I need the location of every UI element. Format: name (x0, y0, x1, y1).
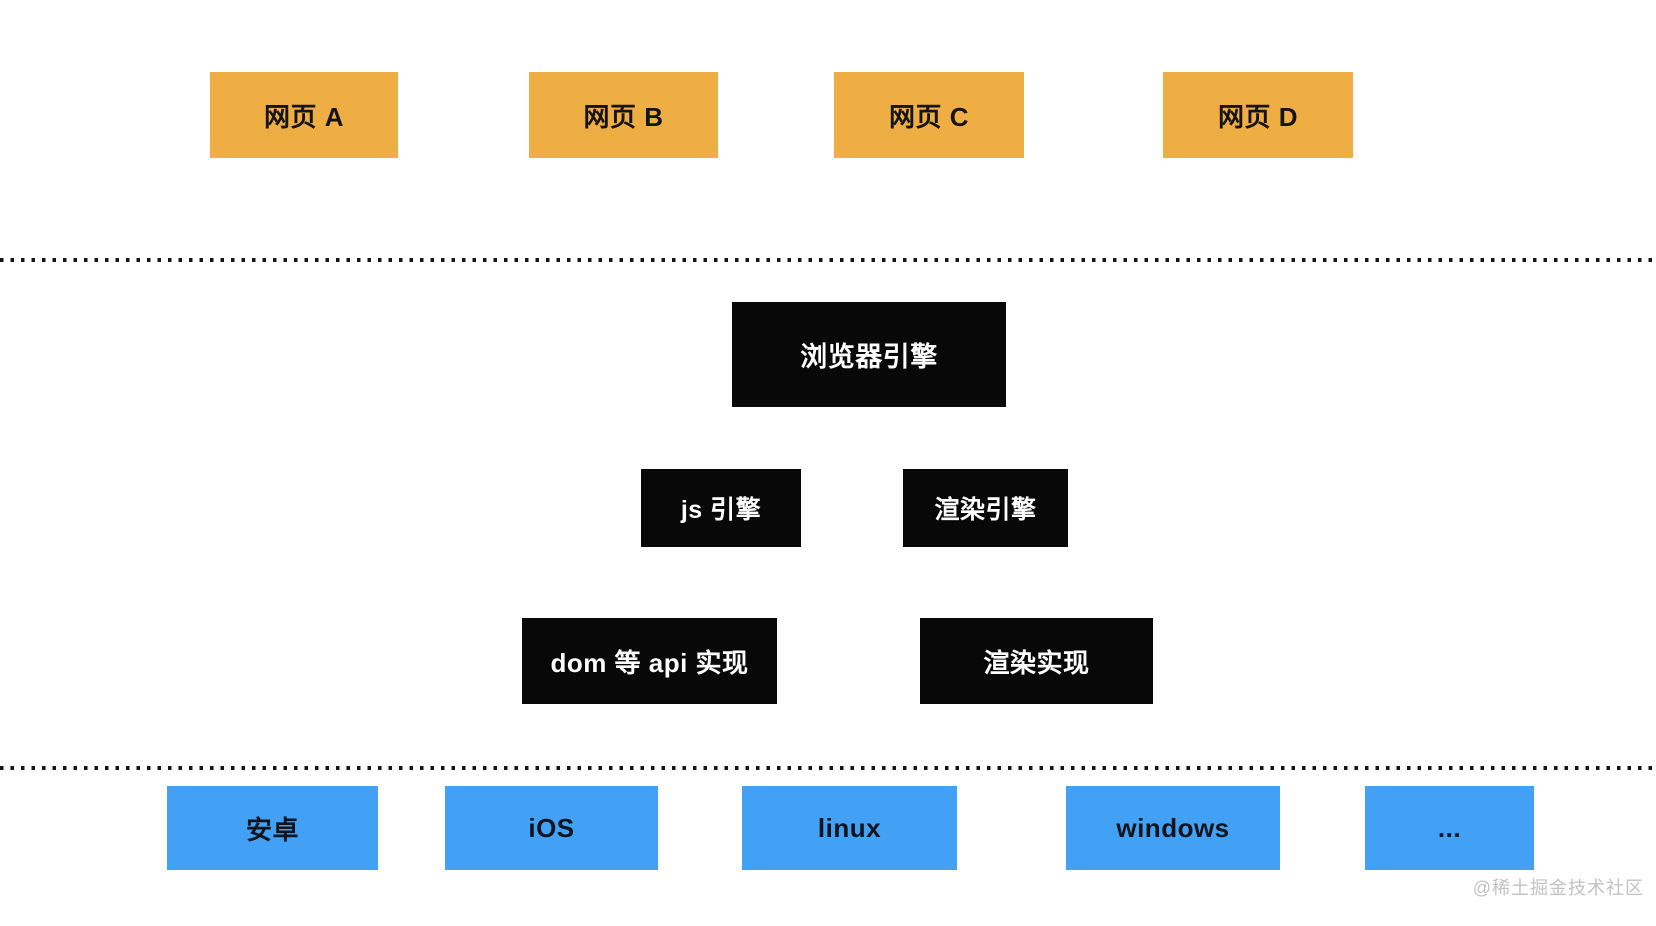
dom-api-implementation-box: dom 等 api 实现 (522, 618, 777, 704)
bottom-dotted-divider (0, 766, 1656, 770)
platform-ios-label: iOS (528, 812, 575, 843)
platform-windows-label: windows (1116, 812, 1230, 843)
dom-api-implementation-label: dom 等 api 实现 (550, 647, 749, 678)
webpage-box-d-label: 网页 D (1217, 101, 1298, 132)
render-engine-label: 渲染引擎 (934, 496, 1037, 524)
webpage-box-a: 网页 A (210, 72, 398, 158)
platform-android-label: 安卓 (245, 814, 299, 845)
webpage-box-a-label: 网页 A (263, 101, 344, 132)
webpage-box-d: 网页 D (1163, 72, 1353, 158)
webpage-box-c: 网页 C (834, 72, 1024, 158)
platform-linux-label: linux (817, 812, 882, 843)
watermark: @稀土掘金技术社区 (1472, 878, 1644, 898)
platform-box-ios: iOS (445, 786, 658, 870)
render-implementation-label: 渲染实现 (983, 647, 1090, 678)
webpage-box-b-label: 网页 B (583, 101, 664, 132)
js-engine-box: js 引擎 (641, 469, 801, 547)
top-dotted-divider (0, 258, 1656, 262)
render-implementation-box: 渲染实现 (920, 618, 1153, 704)
render-engine-box: 渲染引擎 (903, 469, 1068, 547)
platform-box-android: 安卓 (167, 786, 378, 870)
browser-engine-box: 浏览器引擎 (732, 302, 1006, 407)
browser-engine-label: 浏览器引擎 (800, 342, 938, 372)
webpage-box-c-label: 网页 C (888, 101, 969, 132)
platform-more-label: ... (1437, 812, 1462, 843)
platform-box-more: ... (1365, 786, 1534, 870)
platform-box-windows: windows (1066, 786, 1280, 870)
webpage-box-b: 网页 B (529, 72, 718, 158)
js-engine-label: js 引擎 (680, 496, 762, 524)
platform-box-linux: linux (742, 786, 957, 870)
